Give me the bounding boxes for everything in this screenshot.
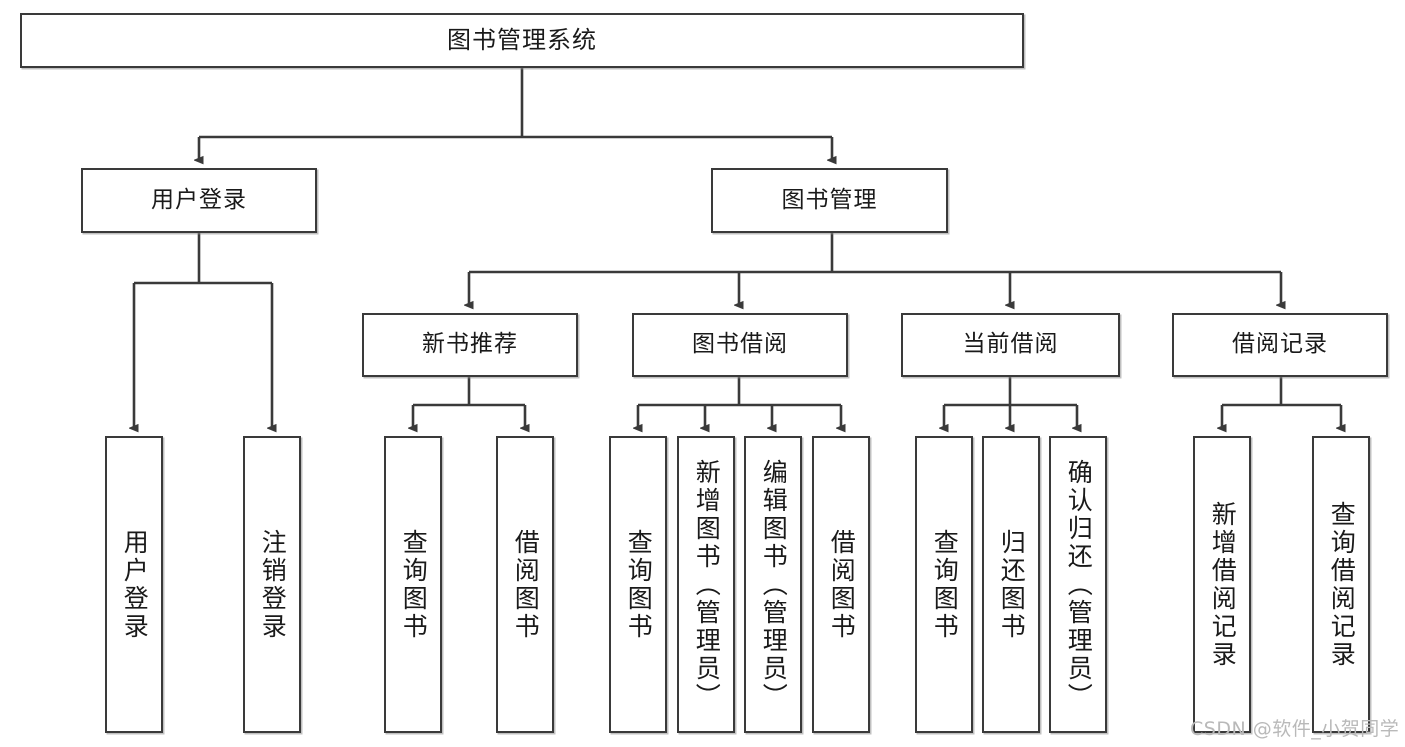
- node-root-book-management-system[interactable]: 图书管理系统: [20, 13, 1024, 68]
- node-new-book-recommend[interactable]: 新书推荐: [362, 313, 578, 377]
- csdn-watermark: CSDN @软件_小贺同学: [1190, 718, 1400, 740]
- node-book-management[interactable]: 图书管理: [711, 168, 948, 233]
- node-current-borrow[interactable]: 当前借阅: [901, 313, 1120, 377]
- leaf-borrow-book[interactable]: 借阅图书: [812, 436, 870, 733]
- leaf-logout-login[interactable]: 注销登录: [243, 436, 301, 733]
- leaf-add-book-admin[interactable]: 新增图书（管理员）: [677, 436, 735, 733]
- leaf-edit-book-admin[interactable]: 编辑图书（管理员）: [744, 436, 802, 733]
- node-user-login[interactable]: 用户登录: [81, 168, 317, 233]
- leaf-query-borrow-record[interactable]: 查询借阅记录: [1312, 436, 1370, 733]
- node-borrow-record[interactable]: 借阅记录: [1172, 313, 1388, 377]
- leaf-add-borrow-record[interactable]: 新增借阅记录: [1193, 436, 1251, 733]
- node-book-borrow[interactable]: 图书借阅: [632, 313, 848, 377]
- leaf-borrow-book-recommend[interactable]: 借阅图书: [496, 436, 554, 733]
- leaf-confirm-return-admin[interactable]: 确认归还（管理员）: [1049, 436, 1107, 733]
- leaf-query-book-current[interactable]: 查询图书: [915, 436, 973, 733]
- leaf-return-book[interactable]: 归还图书: [982, 436, 1040, 733]
- leaf-query-book-borrow[interactable]: 查询图书: [609, 436, 667, 733]
- leaf-user-login[interactable]: 用户登录: [105, 436, 163, 733]
- leaf-query-book-recommend[interactable]: 查询图书: [384, 436, 442, 733]
